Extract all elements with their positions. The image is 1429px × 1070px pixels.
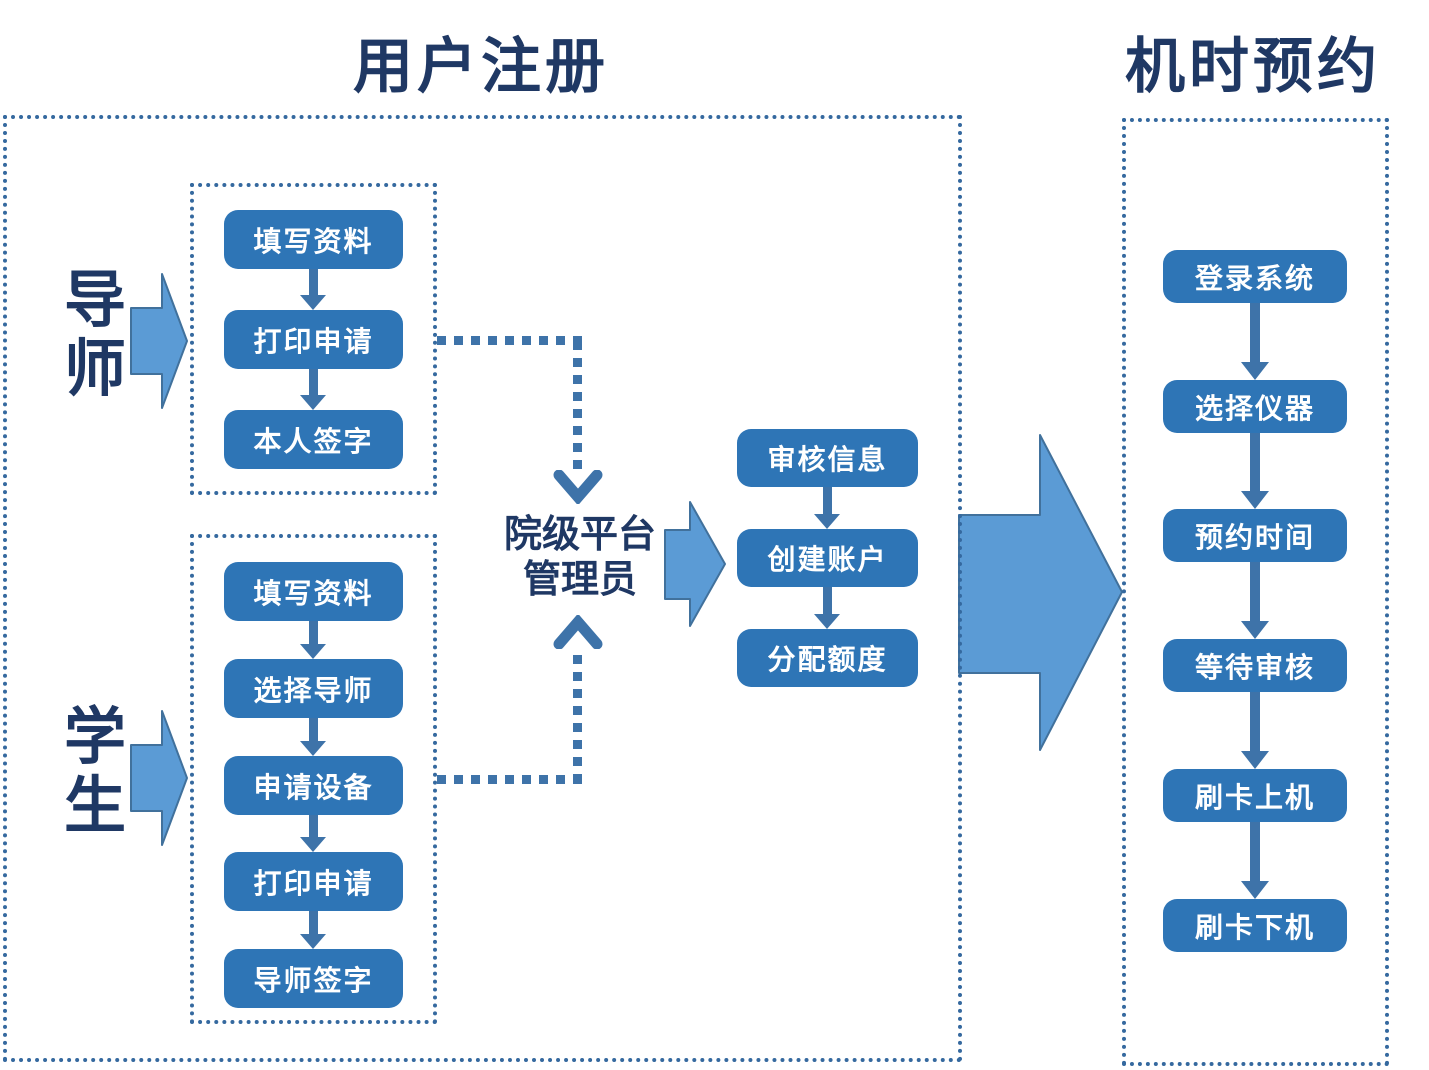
down-arrow-icon [1241,822,1269,899]
section-title-machine-reservation: 机时预约 [1125,34,1381,100]
student-flow-group [190,534,437,1024]
down-arrow-icon [814,487,840,529]
chevron-up-icon [553,615,603,649]
down-arrow-icon [300,718,326,756]
chevron-down-icon [553,470,603,504]
reservation-step-card-on: 刷卡上机 [1163,769,1347,822]
mentor-label: 导 师 [63,266,126,404]
section-title-user-registration: 用户注册 [353,34,609,100]
down-arrow-icon [300,815,326,852]
student-step-fill-info: 填写资料 [224,562,403,621]
mentor-to-admin-connector [437,336,583,345]
admin-step-review-info: 审核信息 [737,429,918,487]
student-right-arrow [130,710,188,846]
mentor-to-admin-connector [573,341,582,469]
admin-step-create-account: 创建账户 [737,529,918,587]
student-step-choose-mentor: 选择导师 [224,659,403,718]
student-to-admin-connector [437,775,583,784]
student-step-mentor-sign: 导师签字 [224,949,403,1008]
user-registration-region [3,115,962,1062]
admin-right-arrow [664,501,726,627]
down-arrow-icon [1241,562,1269,639]
down-arrow-icon [814,587,840,629]
student-step-print-application: 打印申请 [224,852,403,911]
mentor-step-fill-info: 填写资料 [224,210,403,269]
down-arrow-icon [1241,692,1269,769]
reservation-step-select-instrument: 选择仪器 [1163,380,1347,433]
registration-to-reservation-arrow [958,434,1123,751]
reservation-step-wait-review: 等待审核 [1163,639,1347,692]
mentor-right-arrow [130,273,188,409]
mentor-step-print-application: 打印申请 [224,310,403,369]
down-arrow-icon [1241,303,1269,380]
reservation-step-card-off: 刷卡下机 [1163,899,1347,952]
down-arrow-icon [1241,433,1269,509]
student-step-apply-equipment: 申请设备 [224,756,403,815]
machine-reservation-region [1122,118,1389,1066]
student-to-admin-connector [573,655,582,779]
down-arrow-icon [300,269,326,310]
mentor-step-self-sign: 本人签字 [224,410,403,469]
down-arrow-icon [300,621,326,659]
student-label: 学 生 [63,703,126,841]
down-arrow-icon [300,369,326,410]
admin-label: 院级平台 管理员 [503,514,656,601]
down-arrow-icon [300,911,326,949]
mentor-flow-group [190,183,437,495]
reservation-step-book-time: 预约时间 [1163,509,1347,562]
reservation-step-login: 登录系统 [1163,250,1347,303]
admin-step-allocate-quota: 分配额度 [737,629,918,687]
